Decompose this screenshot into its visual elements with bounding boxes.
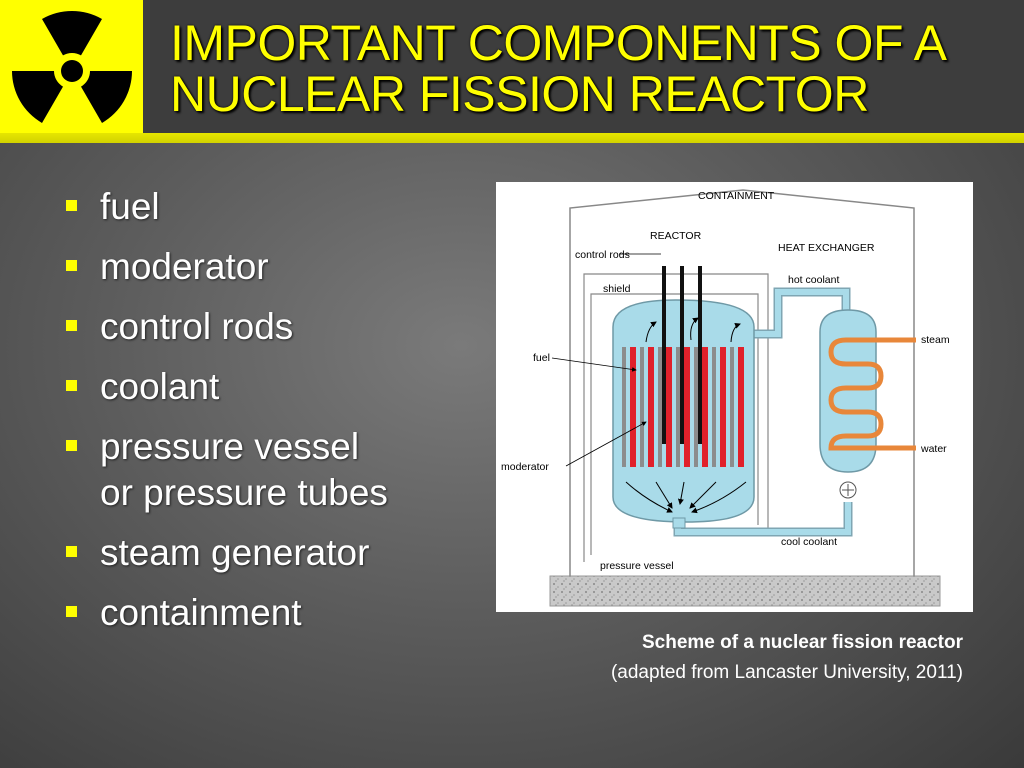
list-item: pressure vessel or pressure tubes [62,424,388,516]
foundation [549,575,941,607]
label-cool-coolant: cool coolant [781,536,837,548]
label-fuel: fuel [533,352,550,364]
component-list: fuel moderator control rods coolant pres… [62,184,388,650]
control-rods [662,266,702,444]
list-item-text: control rods [100,306,294,347]
list-item: moderator [62,244,388,290]
bullet-square-icon [66,546,77,557]
radiation-trefoil-icon [12,11,132,123]
list-item-text: pressure vessel [100,426,360,467]
caption-title: Scheme of a nuclear fission reactor [641,632,963,653]
reactor-diagram: CONTAINMENT REACTOR HEAT EXCHANGER contr… [496,182,973,612]
title-line-1: IMPORTANT COMPONENTS OF A [170,15,947,71]
bullet-square-icon [66,260,77,271]
list-item-text: moderator [100,246,269,287]
bullet-square-icon [66,606,77,617]
list-item: fuel [62,184,388,230]
title-bar [143,0,1024,133]
label-pressure-vessel: pressure vessel [600,560,674,572]
list-item-text: steam generator [100,532,370,573]
label-hot-coolant: hot coolant [788,274,839,286]
caption-source: (adapted from Lancaster University, 2011… [610,662,963,683]
bullet-square-icon [66,380,77,391]
label-reactor: REACTOR [650,230,702,242]
steam-coil [828,337,916,451]
title-divider [0,133,1024,143]
list-item: steam generator [62,530,388,576]
list-item-text: containment [100,592,302,633]
list-item: control rods [62,304,388,350]
list-item: containment [62,590,388,636]
label-steam: steam [921,334,950,346]
steam-generator [819,309,877,473]
reactor-scheme: CONTAINMENT REACTOR HEAT EXCHANGER contr… [501,189,950,607]
slide-title: IMPORTANT COMPONENTS OF A NUCLEAR FISSIO… [170,18,1020,120]
containment-building [569,189,915,576]
label-water: water [920,443,947,455]
bullet-square-icon [66,200,77,211]
fuel-rods [622,347,744,467]
flow-arrows [625,317,747,514]
leader-lines [551,253,661,467]
label-heat-exchanger: HEAT EXCHANGER [778,242,875,254]
label-moderator: moderator [501,461,549,473]
label-control-rods: control rods [575,249,630,261]
list-item-text: fuel [100,186,160,227]
list-item-text-line2: or pressure tubes [100,472,388,513]
shield-inner [590,293,759,555]
shield-outer [583,273,769,562]
list-item: coolant [62,364,388,410]
label-containment: CONTAINMENT [698,190,775,202]
bullet-square-icon [66,440,77,451]
label-shield: shield [603,283,631,295]
bullet-square-icon [66,320,77,331]
logo-box [0,0,143,133]
list-item-text: coolant [100,366,220,407]
figure-caption: Scheme of a nuclear fission reactor (ada… [611,628,963,688]
title-line-2: NUCLEAR FISSION REACTOR [170,66,869,122]
